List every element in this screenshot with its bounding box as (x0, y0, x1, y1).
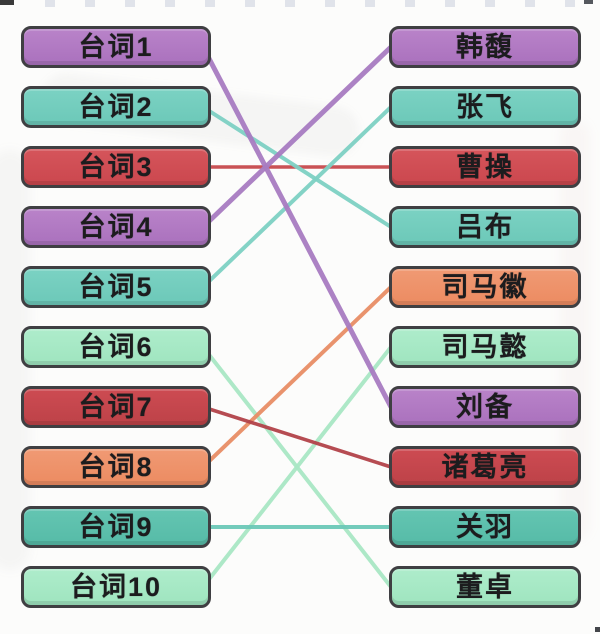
left-item-台词8[interactable]: 台词8 (21, 446, 211, 488)
right-item-label: 刘备 (456, 391, 514, 422)
left-item-label: 台词7 (78, 391, 154, 422)
left-item-台词10[interactable]: 台词10 (21, 566, 211, 608)
connection-line-10-6 (201, 345, 393, 589)
right-item-label: 曹操 (456, 151, 514, 182)
right-item-刘备[interactable]: 刘备 (389, 386, 581, 428)
right-item-label: 董卓 (456, 571, 514, 602)
right-item-label: 张飞 (456, 91, 514, 122)
left-item-台词6[interactable]: 台词6 (21, 326, 211, 368)
right-item-label: 吕布 (456, 211, 514, 242)
left-item-台词1[interactable]: 台词1 (21, 26, 211, 68)
right-item-label: 司马徽 (441, 271, 529, 302)
right-item-董卓[interactable]: 董卓 (389, 566, 581, 608)
connection-line-2-4 (201, 105, 393, 229)
left-item-label: 台词4 (78, 211, 154, 242)
connection-line-1-7 (200, 44, 394, 410)
left-item-台词3[interactable]: 台词3 (21, 146, 211, 188)
right-item-吕布[interactable]: 吕布 (389, 206, 581, 248)
left-item-台词5[interactable]: 台词5 (21, 266, 211, 308)
right-item-诸葛亮[interactable]: 诸葛亮 (389, 446, 581, 488)
left-item-台词9[interactable]: 台词9 (21, 506, 211, 548)
right-item-司马徽[interactable]: 司马徽 (389, 266, 581, 308)
connection-line-7-8 (201, 405, 393, 469)
right-item-关羽[interactable]: 关羽 (389, 506, 581, 548)
right-item-label: 韩馥 (456, 31, 514, 62)
left-item-label: 台词2 (78, 91, 154, 122)
connection-line-8-5 (201, 285, 393, 469)
right-item-曹操[interactable]: 曹操 (389, 146, 581, 188)
left-item-label: 台词8 (78, 451, 154, 482)
left-item-label: 台词6 (78, 331, 154, 362)
left-item-label: 台词9 (78, 511, 154, 542)
right-item-label: 关羽 (456, 511, 514, 542)
left-item-label: 台词3 (78, 151, 154, 182)
left-item-台词7[interactable]: 台词7 (21, 386, 211, 428)
left-item-台词4[interactable]: 台词4 (21, 206, 211, 248)
left-item-label: 台词10 (69, 571, 163, 602)
connection-line-4-1 (200, 44, 394, 230)
left-item-台词2[interactable]: 台词2 (21, 86, 211, 128)
right-item-label: 司马懿 (441, 331, 529, 362)
connection-line-5-2 (201, 105, 393, 289)
right-item-司马懿[interactable]: 司马懿 (389, 326, 581, 368)
right-item-label: 诸葛亮 (441, 451, 529, 482)
left-item-label: 台词1 (78, 31, 154, 62)
left-item-label: 台词5 (78, 271, 154, 302)
right-item-韩馥[interactable]: 韩馥 (389, 26, 581, 68)
right-item-张飞[interactable]: 张飞 (389, 86, 581, 128)
